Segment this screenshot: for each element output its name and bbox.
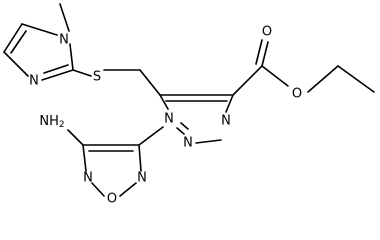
bond-triazole-n3-n2 — [195, 139, 222, 144]
bond-ch2-c5 — [139, 69, 161, 96]
amino-subscript: 2 — [59, 120, 65, 130]
bond-triazole-n2-n1-a — [176, 127, 185, 135]
atom-o-ester: O — [292, 87, 302, 102]
bond-furazan-n-o-left — [91, 182, 105, 197]
atom-n1-triazole: N — [164, 112, 174, 127]
molecule-drawing: N N S O O N N N NH2 N N O — [3, 3, 375, 205]
atom-amino: NH2 — [39, 114, 64, 131]
bond-imidazole-c2-n1 — [69, 43, 74, 71]
bond-c4-amino — [67, 129, 84, 146]
atom-sulfur: S — [93, 70, 101, 85]
bond-imidazole-c5-c4-b — [10, 30, 27, 54]
bond-imidazole-n3-c2-b — [43, 64, 69, 74]
atom-n-furazan-right: N — [137, 171, 147, 186]
bond-furazan-c3-n — [138, 144, 142, 172]
atom-n-furazan-left: N — [83, 171, 93, 186]
bond-furazan-c4-n — [82, 144, 87, 172]
bond-c2-s — [72, 69, 92, 77]
bond-imidazole-c5-c4-a — [3, 23, 23, 53]
structure-diagram: N N S O O N N N NH2 N N O — [3, 3, 375, 205]
bond-c4-carbonyl — [232, 65, 263, 96]
atom-n2-triazole: N — [183, 136, 193, 151]
atom-n-imidazole: N — [29, 74, 39, 89]
atom-o-carbonyl: O — [262, 25, 272, 40]
bond-triazole-c4-n3 — [225, 94, 234, 113]
bond-ethyl — [337, 65, 375, 93]
bond-triazole-n1-c5 — [159, 94, 169, 110]
bond-imidazole-n3-c2-a — [41, 69, 74, 81]
bond-triazole-n2-n1-b — [180, 122, 189, 130]
atom-n3-triazole: N — [221, 114, 231, 129]
bond-carbonyl-o-a — [261, 41, 269, 67]
bond-furazan-n-o-right — [119, 182, 137, 197]
atom-o-furazan: O — [107, 192, 117, 205]
bond-n-methyl — [59, 3, 70, 32]
bond-carbonyl-o-b — [255, 39, 263, 65]
bond-imidazole-c4-n3 — [3, 51, 29, 77]
bond-n1-furazan — [138, 126, 164, 146]
bond-oester-ch2 — [307, 65, 339, 93]
amino-nh: NH — [39, 114, 59, 129]
bond-imidazole-n1-c5 — [21, 23, 58, 36]
atom-n-methyl: N — [59, 33, 69, 48]
bond-carbonyl-oester — [261, 65, 289, 87]
